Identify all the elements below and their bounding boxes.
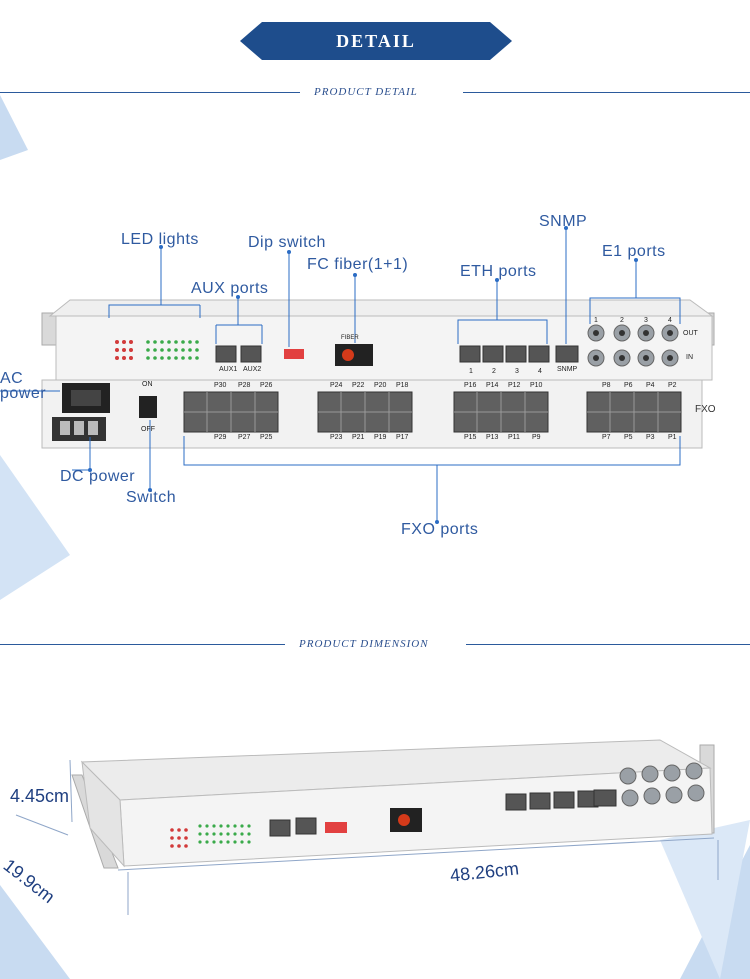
port-label: P21 — [352, 434, 365, 441]
port-label: P15 — [464, 434, 477, 441]
section-divider-right — [466, 644, 750, 645]
port-label: P24 — [330, 382, 343, 389]
eth-number-3: 3 — [515, 368, 519, 375]
section-title-detail: PRODUCT DETAIL — [314, 86, 418, 98]
port-label: P2 — [668, 382, 677, 389]
callout-eth-ports: ETH ports — [460, 263, 537, 280]
callout-dc-power: DC power — [60, 468, 136, 485]
callout-ac-power: AC power — [0, 370, 47, 402]
port-label: P10 — [530, 382, 543, 389]
dimension-height: 4.45cm — [10, 786, 70, 806]
callout-led-lights: LED lights — [121, 231, 199, 248]
port-label: P4 — [646, 382, 655, 389]
banner-title: DETAIL — [336, 31, 416, 51]
eth-number-2: 2 — [492, 368, 496, 375]
port-label: P8 — [602, 382, 611, 389]
switch-off-label: OFF — [141, 426, 155, 433]
fiber-label: FIBER — [341, 335, 359, 341]
port-label: P29 — [214, 434, 227, 441]
port-label: P23 — [330, 434, 343, 441]
port-label: P13 — [486, 434, 499, 441]
port-label: P1 — [668, 434, 677, 441]
e1-number-3: 3 — [644, 317, 648, 324]
section-divider-left — [0, 644, 285, 645]
callout-snmp: SNMP — [539, 213, 588, 230]
eth-number-4: 4 — [538, 368, 542, 375]
section-divider-left — [0, 92, 300, 93]
port-label: P28 — [238, 382, 251, 389]
callout-fxo-ports: FXO ports — [401, 521, 479, 538]
port-label: P22 — [352, 382, 365, 389]
port-label: P9 — [532, 434, 541, 441]
aux2-label: AUX2 — [243, 366, 262, 373]
switch-on-label: ON — [142, 381, 153, 388]
port-label: P17 — [396, 434, 409, 441]
port-label: P5 — [624, 434, 633, 441]
detail-banner: DETAIL — [240, 22, 512, 60]
section-title-dimension: PRODUCT DIMENSION — [299, 638, 429, 650]
e1-number-4: 4 — [668, 317, 672, 324]
port-label: P3 — [646, 434, 655, 441]
device-detail-illustration — [0, 226, 715, 524]
port-label: P30 — [214, 382, 227, 389]
port-label: P16 — [464, 382, 477, 389]
fxo-label: FXO — [695, 404, 716, 415]
port-label: P25 — [260, 434, 273, 441]
section-divider-right — [463, 92, 750, 93]
port-label: P14 — [486, 382, 499, 389]
port-label: P26 — [260, 382, 273, 389]
eth-number-1: 1 — [469, 368, 473, 375]
snmp-port-label: SNMP — [557, 366, 578, 373]
port-label: P27 — [238, 434, 251, 441]
in-label: IN — [686, 354, 693, 361]
callout-dip-switch: Dip switch — [248, 234, 326, 251]
port-label: P18 — [396, 382, 409, 389]
callout-switch: Switch — [126, 489, 177, 506]
e1-number-2: 2 — [620, 317, 624, 324]
port-label: P20 — [374, 382, 387, 389]
port-label: P6 — [624, 382, 633, 389]
out-label: OUT — [683, 330, 698, 337]
port-label: P7 — [602, 434, 611, 441]
callout-e1-ports: E1 ports — [602, 243, 666, 260]
port-label: P11 — [508, 434, 520, 441]
aux1-label: AUX1 — [219, 366, 238, 373]
callout-aux-ports: AUX ports — [191, 280, 269, 297]
callout-fc-fiber: FC fiber(1+1) — [307, 256, 409, 273]
port-label: P19 — [374, 434, 387, 441]
e1-number-1: 1 — [594, 317, 598, 324]
port-label: P12 — [508, 382, 521, 389]
